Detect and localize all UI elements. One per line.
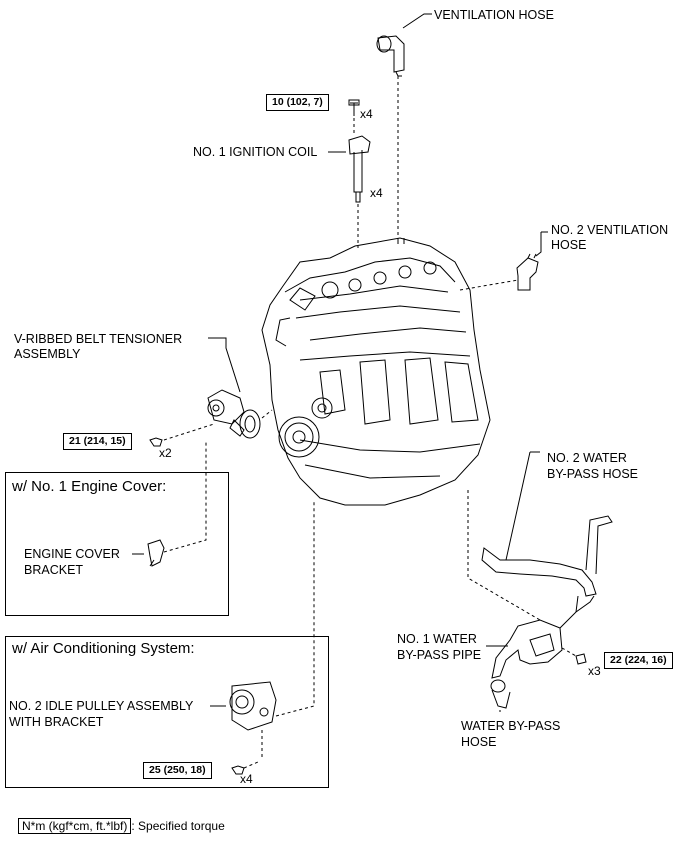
qty-coil: x4 [370, 186, 383, 200]
no2-ventilation-hose-part [459, 231, 548, 291]
air-conditioning-option-title: w/ Air Conditioning System: [12, 640, 195, 657]
label-no2-ventilation-hose-line1: NO. 2 VENTILATION [551, 223, 669, 237]
qty-tensioner-bolt: x2 [159, 446, 172, 460]
label-belt-tensioner-line2: ASSEMBLY [14, 347, 81, 361]
label-no2-water-bypass-hose-line2: BY-PASS HOSE [547, 467, 639, 481]
label-no2-ventilation-hose-line2: HOSE [551, 238, 587, 252]
torque-coil-bolt: 10 (102, 7) [266, 94, 329, 111]
torque-pipe-bolt: 22 (224, 16) [604, 652, 673, 669]
engine-assembly [261, 237, 491, 506]
air-conditioning-option-box [5, 636, 329, 788]
engine-cover-bracket-part [132, 442, 207, 567]
ventilation-hose-part [376, 13, 432, 240]
qty-pipe-bolt: x3 [588, 664, 601, 678]
ignition-coil-part [328, 99, 371, 248]
label-idle-pulley-line1: NO. 2 IDLE PULLEY ASSEMBLY [9, 699, 194, 713]
engine-cover-option-title: w/ No. 1 Engine Cover: [12, 478, 167, 495]
belt-tensioner-part [149, 337, 273, 447]
idle-pulley-part [210, 500, 315, 775]
engine-cover-option-box [5, 472, 229, 616]
qty-pulley-bolt: x4 [240, 772, 253, 786]
label-ventilation-hose: VENTILATION HOSE [434, 8, 554, 22]
label-idle-pulley-line2: WITH BRACKET [9, 715, 104, 729]
label-engine-cover-bracket-line1: ENGINE COVER [24, 547, 120, 561]
label-belt-tensioner-line1: V-RIBBED BELT TENSIONER [14, 332, 183, 346]
label-water-bypass-hose-line2: HOSE [461, 735, 497, 749]
label-no2-water-bypass-hose-line1: NO. 2 WATER [547, 451, 627, 465]
qty-coil-bolt: x4 [360, 107, 373, 121]
label-water-bypass-hose-line1: WATER BY-PASS [461, 719, 561, 733]
label-engine-cover-bracket-line2: BRACKET [24, 563, 84, 577]
label-ignition-coil: NO. 1 IGNITION COIL [193, 145, 318, 159]
torque-legend: N*m (kgf*cm, ft.*lbf): Specified torque [18, 818, 225, 834]
torque-pulley-bolt: 25 (250, 18) [143, 762, 212, 779]
label-no1-water-bypass-pipe-line2: BY-PASS PIPE [397, 648, 482, 662]
label-no1-water-bypass-pipe-line1: NO. 1 WATER [397, 632, 477, 646]
water-bypass-hose-part [490, 679, 511, 712]
torque-tensioner-bolt: 21 (214, 15) [63, 433, 132, 450]
legend-torque-unit: N*m (kgf*cm, ft.*lbf) [18, 818, 132, 834]
legend-text: : Specified torque [131, 819, 225, 833]
no1-water-bypass-pipe-part [467, 490, 595, 679]
no2-water-bypass-hose-part [481, 451, 613, 597]
